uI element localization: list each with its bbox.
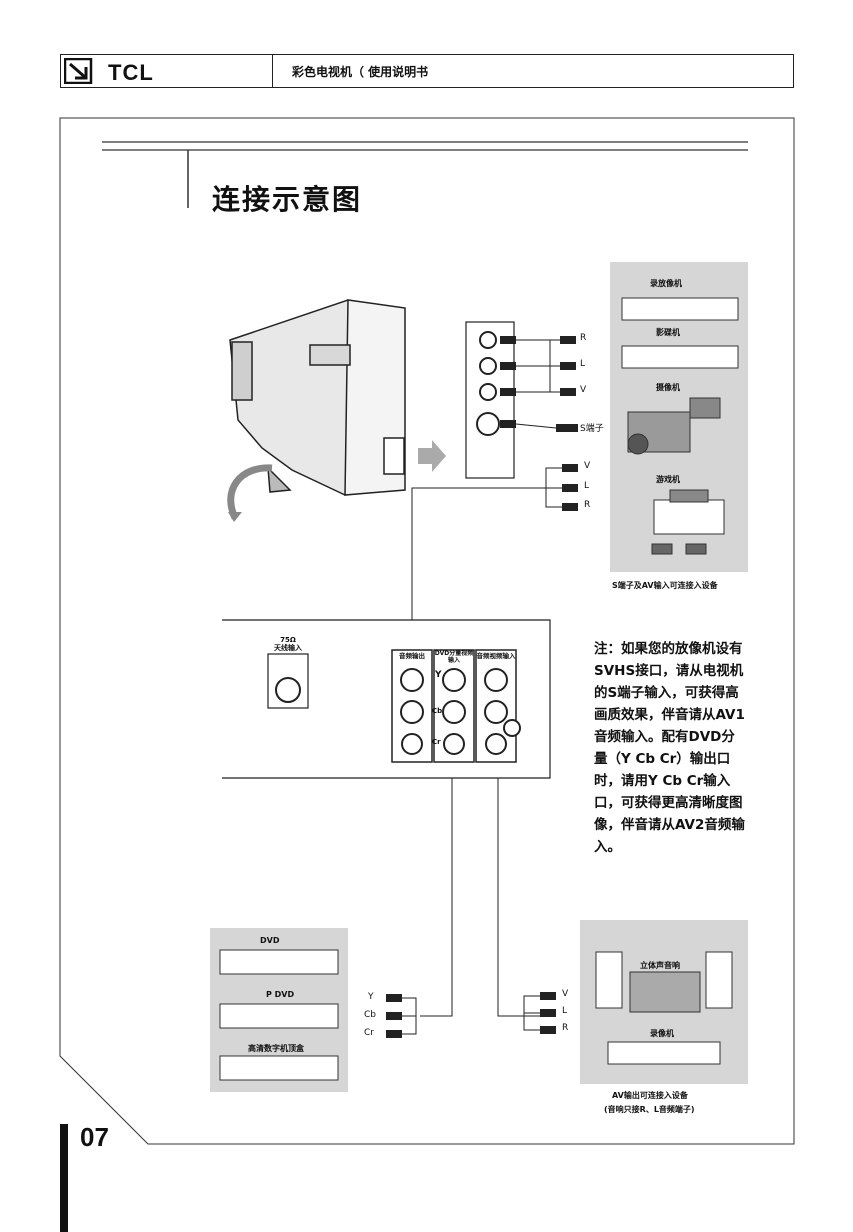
page-number: 07 [80, 1122, 109, 1152]
out-label-r: R [584, 500, 591, 510]
jack-label-y: Y [368, 992, 374, 1002]
speaker-left-icon [595, 951, 623, 1009]
header-divider [272, 54, 273, 88]
device-label-camcorder: 摄像机 [656, 383, 680, 392]
device-label-dvd-bl: DVD [260, 936, 280, 945]
mid-label-y: Y [435, 670, 442, 680]
col-label-dvd-component: DVD分量视频输入 [434, 650, 474, 664]
stereo-system-icon [629, 971, 701, 1013]
portable-dvd-icon [219, 1003, 339, 1029]
mid-label-cr: Cr [432, 738, 441, 746]
mid-label-cb: Cb [432, 707, 443, 715]
manual-subtitle: 彩色电视机（ 使用说明书 [292, 65, 429, 79]
device-label-stereo: 立体声音响 [640, 961, 680, 970]
jack-label-v2: V [562, 989, 569, 999]
vcr-icon [621, 297, 739, 321]
jack-label-l2: L [562, 1006, 568, 1016]
antenna-label: 75Ω 天线输入 [274, 636, 302, 652]
rotate-arrow-icon [227, 464, 273, 520]
s-terminal-label: S端子 [580, 424, 604, 434]
jack-label-cb: Cb [364, 1010, 376, 1020]
tcl-logo-icon [64, 58, 93, 84]
dvd-player-icon [621, 345, 739, 369]
top-devices-caption: S端子及AV输入可连接入设备 [612, 581, 718, 590]
game-console-icon [653, 499, 725, 535]
vcr-player-icon [607, 1041, 721, 1065]
col-label-audio-out: 音频输出 [399, 652, 425, 660]
out-label-v: V [584, 461, 591, 471]
speaker-right-icon [705, 951, 733, 1009]
jack-label-l: L [580, 359, 586, 369]
brand-name: TCL [108, 60, 154, 85]
out-label-l: L [584, 481, 590, 491]
tv-side-view [229, 299, 406, 496]
note-text: 注：如果您的放像机设有SVHS接口，请从电视机的S端子输入，可获得高画质效果，伴… [594, 641, 745, 855]
right-arrow-icon [418, 440, 446, 472]
device-label-vcr2: 录像机 [650, 1029, 674, 1038]
dvd-icon [219, 949, 339, 975]
header-bar [60, 54, 794, 88]
device-label-stb: 高清数字机顶盒 [248, 1044, 304, 1053]
device-label-dvd: 影碟机 [656, 328, 680, 337]
jack-label-cr: Cr [364, 1028, 374, 1038]
col-label-av-in: 音频视频输入 [476, 652, 516, 660]
set-top-box-icon [219, 1055, 339, 1081]
bottom-caption-2: (音响只接R、L音频端子) [604, 1105, 695, 1114]
jack-label-r: R [580, 333, 587, 343]
jack-label-r2: R [562, 1023, 569, 1033]
page-title: 连接示意图 [212, 183, 363, 216]
device-label-game: 游戏机 [656, 475, 680, 484]
bottom-caption-1: AV输出可连接入设备 [612, 1091, 688, 1100]
device-label-vcr: 录放像机 [650, 279, 682, 288]
jack-label-v: V [580, 385, 587, 395]
device-label-pdvd: P DVD [266, 990, 295, 999]
